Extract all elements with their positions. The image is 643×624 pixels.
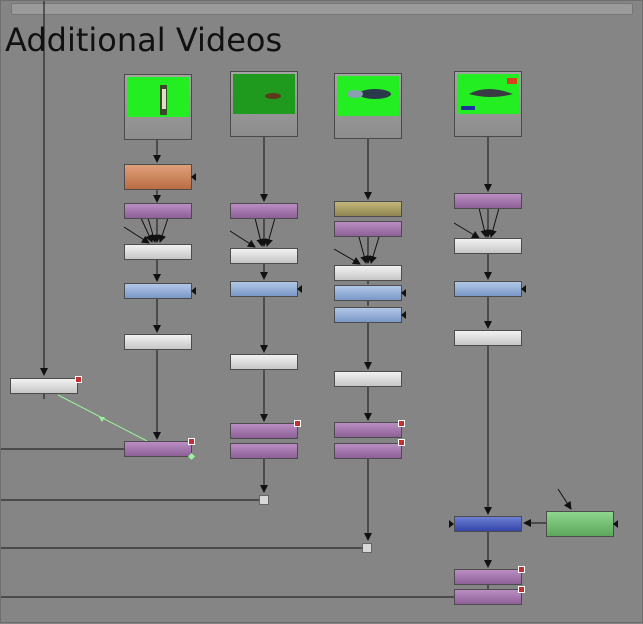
node-error-badge [294, 420, 301, 427]
grade-node-column-1b[interactable] [124, 334, 192, 350]
color-correct-node-column-3-b[interactable] [334, 307, 402, 323]
grade-node-column-2b[interactable] [230, 354, 298, 370]
dot-node-column-2[interactable] [259, 495, 269, 505]
input-arrow-icon [191, 287, 196, 295]
input-arrow-icon [191, 173, 196, 181]
read-node-column-4[interactable] [454, 71, 522, 137]
grade-node-column-3b[interactable] [334, 371, 402, 387]
node-error-badge [398, 439, 405, 446]
merge-node-column-2-a[interactable] [230, 423, 298, 439]
color-correct-node-column-3-a[interactable] [334, 285, 402, 301]
merge-node-column-4-b[interactable] [454, 589, 522, 605]
merge-node-column-1-output[interactable] [124, 441, 192, 457]
thumbnail-shark-clip [457, 74, 519, 114]
grade-node-column-1[interactable] [124, 244, 192, 260]
merge-node-column-3-a[interactable] [334, 422, 402, 438]
merge-node-column-3[interactable] [334, 221, 402, 237]
input-arrow-icon [401, 311, 406, 319]
input-arrow-icon [449, 520, 454, 528]
read-node-column-1[interactable] [124, 74, 192, 140]
input-arrow-icon [297, 285, 302, 293]
input-arrow-icon [401, 289, 406, 297]
grade-node-left[interactable] [10, 378, 78, 394]
read-node-column-3[interactable] [334, 73, 402, 139]
thumbnail-fish-clip [337, 76, 399, 116]
shuffle-node-column-1[interactable] [124, 164, 192, 190]
blur-node-column-3[interactable] [334, 201, 402, 217]
color-correct-node-column-1[interactable] [124, 283, 192, 299]
merge-node-column-4[interactable] [454, 193, 522, 209]
merge-node-column-3-b[interactable] [334, 443, 402, 459]
read-node-column-2[interactable] [230, 71, 298, 137]
grade-node-column-3[interactable] [334, 265, 402, 281]
grade-node-column-4[interactable] [454, 238, 522, 254]
thumbnail-small-object-clip [233, 74, 295, 114]
node-error-badge [188, 438, 195, 445]
thumbnail-tall-green-clip [127, 77, 189, 117]
roto-node[interactable] [546, 511, 614, 537]
backdrop-header-bar[interactable] [11, 3, 633, 15]
node-error-badge [518, 566, 525, 573]
input-arrow-icon [521, 285, 526, 293]
grade-node-column-4b[interactable] [454, 330, 522, 346]
backdrop-title: Additional Videos [5, 21, 283, 59]
merge-node-column-2[interactable] [230, 203, 298, 219]
merge-node-column-4-a[interactable] [454, 569, 522, 585]
input-arrow-icon [613, 520, 618, 528]
grade-node-column-2[interactable] [230, 248, 298, 264]
color-correct-node-column-4[interactable] [454, 281, 522, 297]
merge-node-column-1[interactable] [124, 203, 192, 219]
dot-node-column-3[interactable] [362, 543, 372, 553]
node-error-badge [75, 376, 82, 383]
color-correct-node-column-2[interactable] [230, 281, 298, 297]
merge-node-column-2-b[interactable] [230, 443, 298, 459]
node-error-badge [518, 586, 525, 593]
node-error-badge [398, 420, 405, 427]
keymix-node-column-4[interactable] [454, 516, 522, 532]
